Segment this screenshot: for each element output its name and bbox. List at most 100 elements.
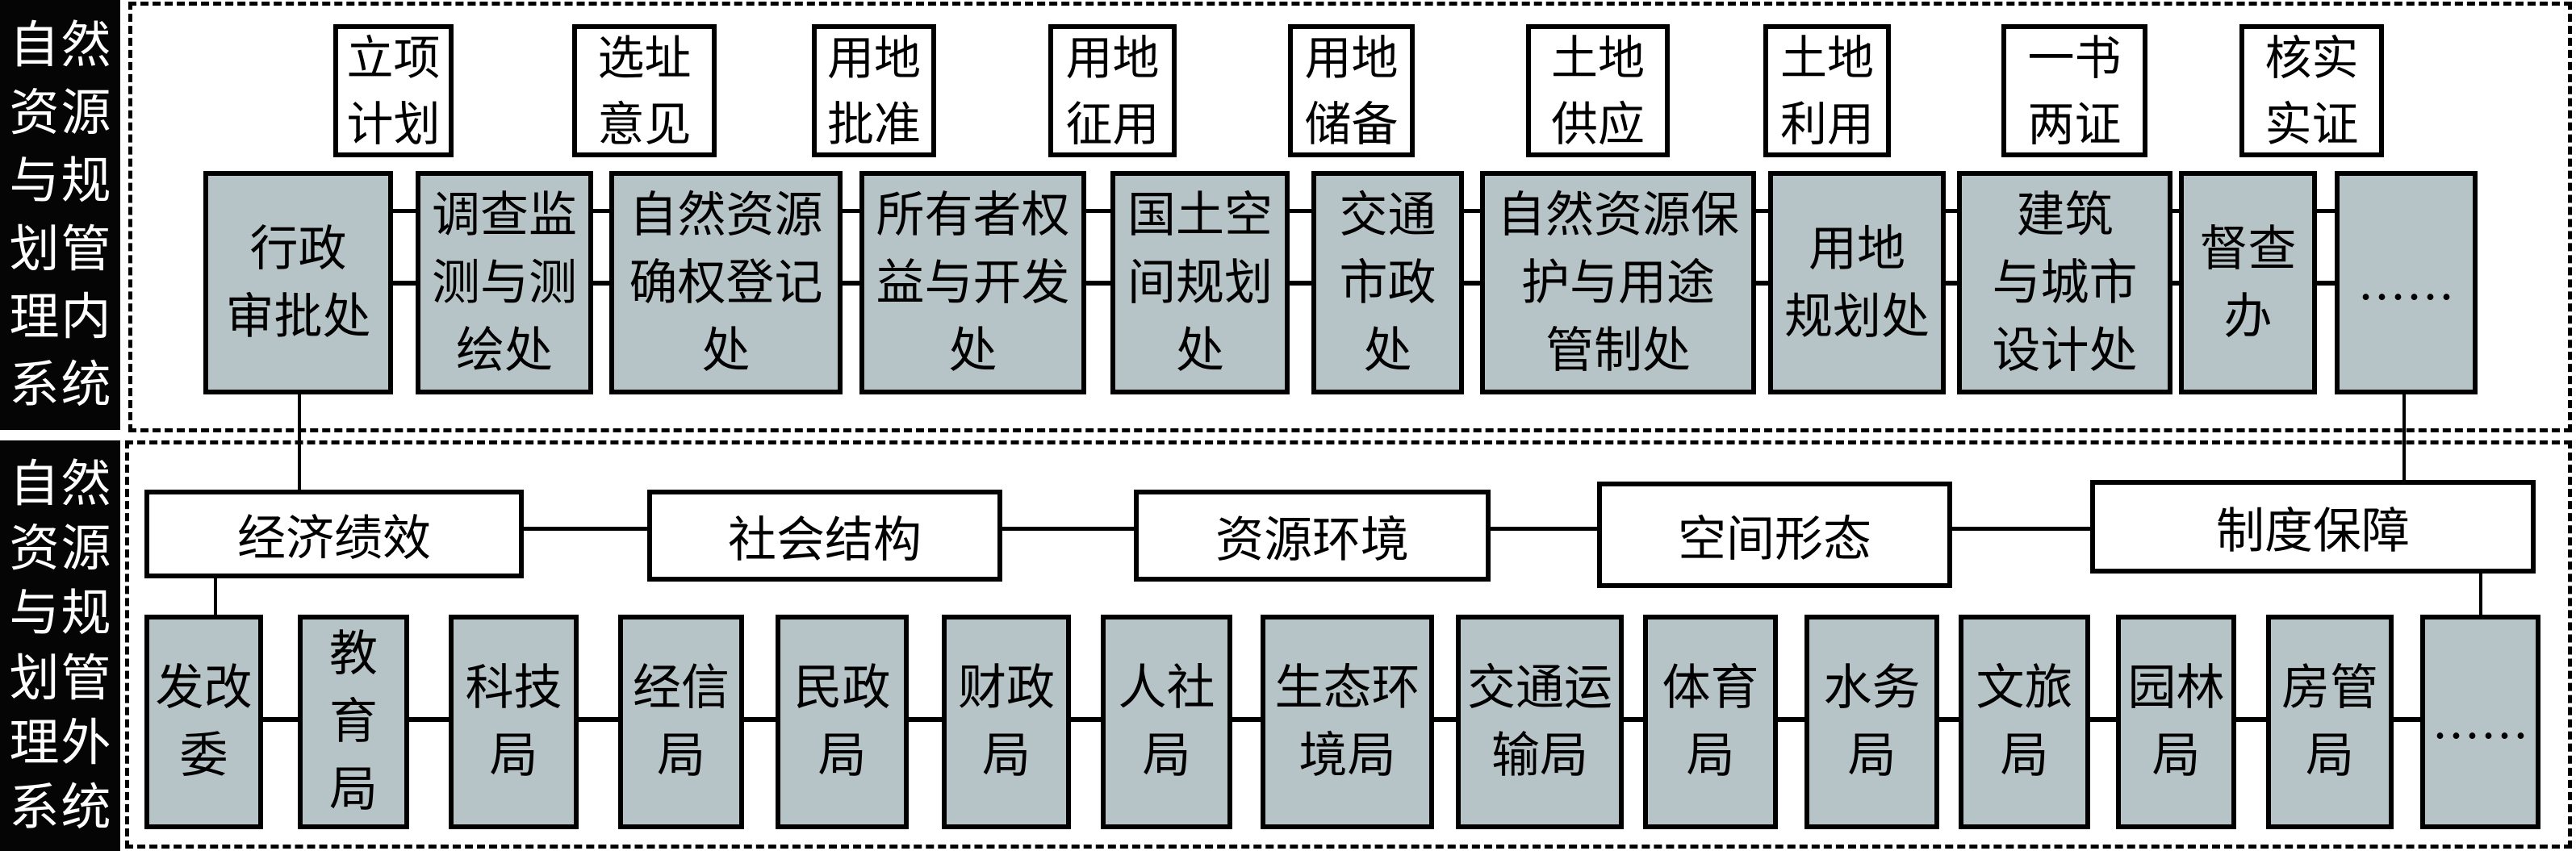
external-sidebar-char: 系 (9, 777, 60, 836)
external-department-box-label: 财政 局 (958, 660, 1055, 784)
admin-to-economy-connector (298, 394, 301, 490)
external-department-box: 水务 局 (1804, 615, 1939, 829)
external-sidebar-char: 理 (9, 712, 60, 772)
process-step-box-label: 用地 征用 (1065, 30, 1160, 152)
external-department-box-label: 人社 局 (1118, 660, 1215, 784)
dimension-box-label: 社会结构 (728, 511, 922, 569)
process-step-box: 选址 意见 (572, 24, 717, 157)
dimension-box-label: 资源环境 (1215, 511, 1409, 569)
external-sidebar-char: 自 (9, 454, 60, 514)
external-sidebar-char: 外 (61, 712, 111, 772)
internal-sidebar-char: 划 (9, 219, 60, 278)
external-department-box-label: 文旅 局 (1976, 660, 2073, 784)
dimension-box: 制度保障 (2090, 480, 2536, 574)
internal-sidebar-char: 系 (9, 354, 60, 414)
external-sidebar-char: 然 (61, 454, 111, 514)
dimension-box-label: 制度保障 (2216, 503, 2410, 560)
external-department-box: 园林 局 (2116, 615, 2236, 829)
external-department-box: 财政 局 (942, 615, 1071, 829)
internal-department-box-label: 建筑 与城市 设计处 (1992, 186, 2138, 379)
internal-department-box: 自然资源保 护与用途 管制处 (1480, 171, 1756, 394)
external-department-box: 体育 局 (1643, 615, 1778, 829)
more-to-institution-connector (2402, 394, 2406, 480)
external-department-box-label: 水务 局 (1823, 660, 1921, 784)
external-department-box-label: 民政 局 (793, 660, 891, 784)
external-department-box: 教 育 局 (298, 615, 409, 829)
external-department-box: 科技 局 (449, 615, 579, 829)
internal-department-box-label: 督查 办 (2199, 220, 2297, 345)
internal-sidebar-char: 统 (61, 354, 111, 414)
internal-sidebar-char: 理 (9, 286, 60, 346)
external-sidebar-char: 资 (9, 519, 60, 578)
external-system-sidebar: 自然资源与规划管理外系统 (0, 440, 120, 851)
process-step-box: 用地 征用 (1048, 24, 1177, 157)
process-step-box: 核实 实证 (2239, 24, 2384, 157)
external-department-box-label: 体育 局 (1662, 660, 1759, 784)
external-department-box: 文旅 局 (1959, 615, 2090, 829)
external-department-box-label: 房管 局 (2281, 660, 2378, 784)
external-sidebar-char: 与 (9, 583, 60, 643)
external-department-box: 人社 局 (1101, 615, 1232, 829)
external-sidebar-char: 管 (61, 648, 111, 707)
dimension-box: 社会结构 (647, 490, 1002, 582)
external-department-box: 经信 局 (618, 615, 744, 829)
external-department-box-label: 发改 委 (155, 660, 253, 784)
external-sidebar-char: 划 (9, 648, 60, 707)
external-department-box: 生态环 境局 (1261, 615, 1434, 829)
external-department-box-label: …… (2432, 694, 2529, 750)
internal-sidebar-char: 资 (9, 83, 60, 143)
process-step-box: 一书 两证 (2001, 24, 2147, 157)
internal-sidebar-char: 源 (61, 83, 111, 143)
external-department-box: 民政 局 (776, 615, 909, 829)
internal-department-box-label: 调查监 测与测 绘处 (432, 186, 577, 379)
internal-department-box-label: …… (2357, 254, 2455, 311)
internal-department-box: 行政 审批处 (203, 171, 393, 394)
internal-sidebar-char: 与 (9, 151, 60, 211)
internal-department-box-label: 所有者权 益与开发 处 (876, 186, 1070, 379)
internal-department-box: …… (2335, 171, 2478, 394)
external-sidebar-char: 源 (61, 519, 111, 578)
internal-sidebar-char: 内 (61, 286, 111, 346)
dimension-box-label: 经济绩效 (237, 510, 431, 567)
internal-department-box: 国土空 间规划 处 (1110, 171, 1290, 394)
process-step-box-label: 核实 实证 (2264, 30, 2359, 152)
external-department-box-label: 交通运 输局 (1467, 660, 1612, 784)
external-department-box: 交通运 输局 (1456, 615, 1624, 829)
internal-sidebar-char: 然 (61, 15, 111, 75)
process-step-box-label: 土地 利用 (1779, 30, 1874, 152)
process-step-box-label: 用地 储备 (1304, 30, 1399, 152)
internal-department-box-label: 交通 市政 处 (1339, 186, 1436, 379)
process-step-box-label: 用地 批准 (826, 30, 921, 152)
internal-department-box: 自然资源 确权登记 处 (609, 171, 843, 394)
internal-system-frame (128, 2, 2572, 432)
process-step-box-label: 一书 两证 (2027, 30, 2122, 152)
internal-department-box-label: 自然资源 确权登记 处 (629, 186, 823, 379)
dimension-box: 资源环境 (1134, 490, 1491, 582)
process-step-box-label: 土地 供应 (1550, 30, 1645, 152)
internal-department-box: 建筑 与城市 设计处 (1957, 171, 2172, 394)
process-step-box-label: 立项 计划 (346, 30, 441, 152)
dimension-box: 空间形态 (1597, 482, 1952, 588)
external-sidebar-char: 统 (61, 777, 111, 836)
economy-to-dev-reform-connector (214, 578, 217, 615)
internal-department-box: 调查监 测与测 绘处 (416, 171, 593, 394)
internal-department-box: 所有者权 益与开发 处 (859, 171, 1086, 394)
external-department-box-label: 经信 局 (633, 660, 730, 784)
external-department-box-label: 生态环 境局 (1274, 660, 1420, 784)
internal-sidebar-char: 规 (61, 151, 111, 211)
institution-to-more-connector (2479, 574, 2482, 621)
external-department-box: 发改 委 (144, 615, 263, 829)
internal-department-box-label: 国土空 间规划 处 (1127, 186, 1273, 379)
external-department-box-label: 科技 局 (465, 660, 562, 784)
internal-department-box-label: 自然资源保 护与用途 管制处 (1497, 186, 1739, 379)
dimension-box-label: 空间形态 (1678, 511, 1871, 568)
internal-department-box: 督查 办 (2179, 171, 2317, 394)
internal-department-box: 用地 规划处 (1768, 171, 1946, 394)
external-system-frame (125, 440, 2572, 849)
internal-system-sidebar: 自然资源与规划管理内系统 (0, 0, 120, 430)
process-step-box: 立项 计划 (333, 24, 454, 157)
internal-sidebar-char: 自 (9, 15, 60, 75)
process-step-box: 用地 储备 (1288, 24, 1415, 157)
external-department-box: 房管 局 (2266, 615, 2394, 829)
external-department-box: …… (2420, 615, 2540, 829)
